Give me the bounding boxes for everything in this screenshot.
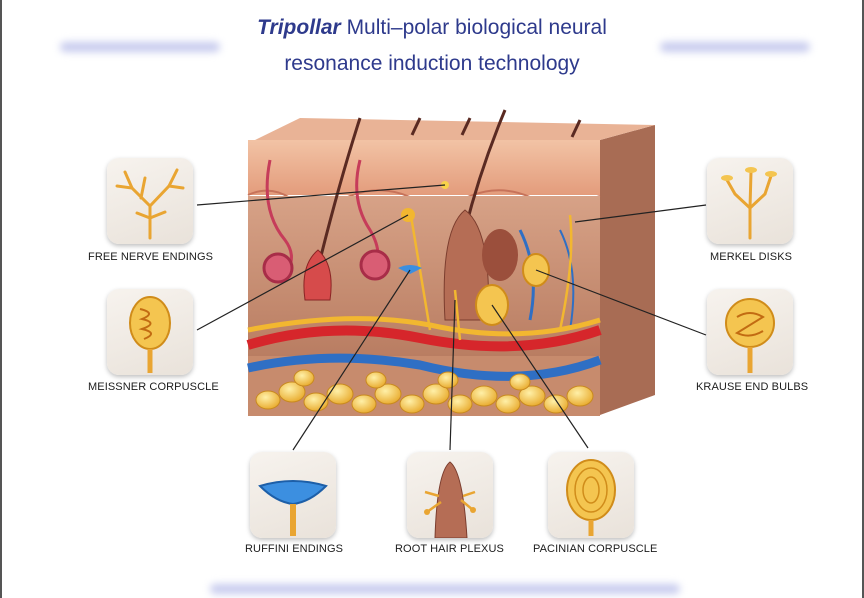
sebaceous-gland <box>482 229 518 281</box>
card-merkel-disks <box>707 158 793 244</box>
label-root-hair-plexus: ROOT HAIR PLEXUS <box>395 543 504 555</box>
decor-band-bottom <box>210 584 680 594</box>
window-edge-right <box>862 0 864 598</box>
sweat-glands <box>262 159 391 284</box>
decor-band-right <box>660 42 810 52</box>
decor-band-left <box>60 42 220 52</box>
krause-end-bulbs-icon <box>725 298 775 373</box>
card-ruffini-endings <box>250 452 336 538</box>
follicle-left <box>303 249 332 301</box>
ruffini-in-diagram <box>398 265 422 274</box>
pacinian-corpuscle-icon <box>566 459 616 536</box>
label-merkel-disks: MERKEL DISKS <box>710 251 793 263</box>
page-title-line2: resonance induction technology <box>284 52 580 75</box>
label-krause-end-bulbs: KRAUSE END BULBS <box>696 381 809 393</box>
page-title-line1: Tripollar Multi–polar biological neural <box>0 16 864 40</box>
epidermis-layer <box>248 140 600 195</box>
card-pacinian-corpuscle <box>548 452 634 538</box>
meissner-corpuscle-icon <box>129 296 171 373</box>
window-edge-left <box>0 0 2 598</box>
card-root-hair-plexus <box>407 452 493 538</box>
card-free-nerve-endings <box>107 158 193 244</box>
label-pacinian-corpuscle: PACINIAN CORPUSCLE <box>533 543 658 555</box>
title-text: Multi–polar biological neural <box>340 16 607 39</box>
epidermis-surface <box>255 118 655 140</box>
root-hair-plexus-icon <box>424 461 476 538</box>
skin-block-side <box>600 125 655 415</box>
hair-shaft-left <box>318 117 362 261</box>
vein <box>247 353 602 381</box>
brand-name: Tripollar <box>257 16 341 39</box>
merkel-disks-icon <box>721 167 777 240</box>
ruffini-endings-icon <box>258 480 328 536</box>
card-meissner-corpuscle <box>107 289 193 375</box>
leader-lines <box>196 184 707 451</box>
label-free-nerve-endings: FREE NERVE ENDINGS <box>88 251 214 263</box>
label-meissner-corpuscle: MEISSNER CORPUSCLE <box>88 381 219 393</box>
label-ruffini-endings: RUFFINI ENDINGS <box>245 543 344 555</box>
fat-cells <box>255 369 594 414</box>
artery <box>246 325 602 352</box>
card-krause-end-bulbs <box>707 289 793 375</box>
free-nerve-endings-icon <box>115 168 185 240</box>
